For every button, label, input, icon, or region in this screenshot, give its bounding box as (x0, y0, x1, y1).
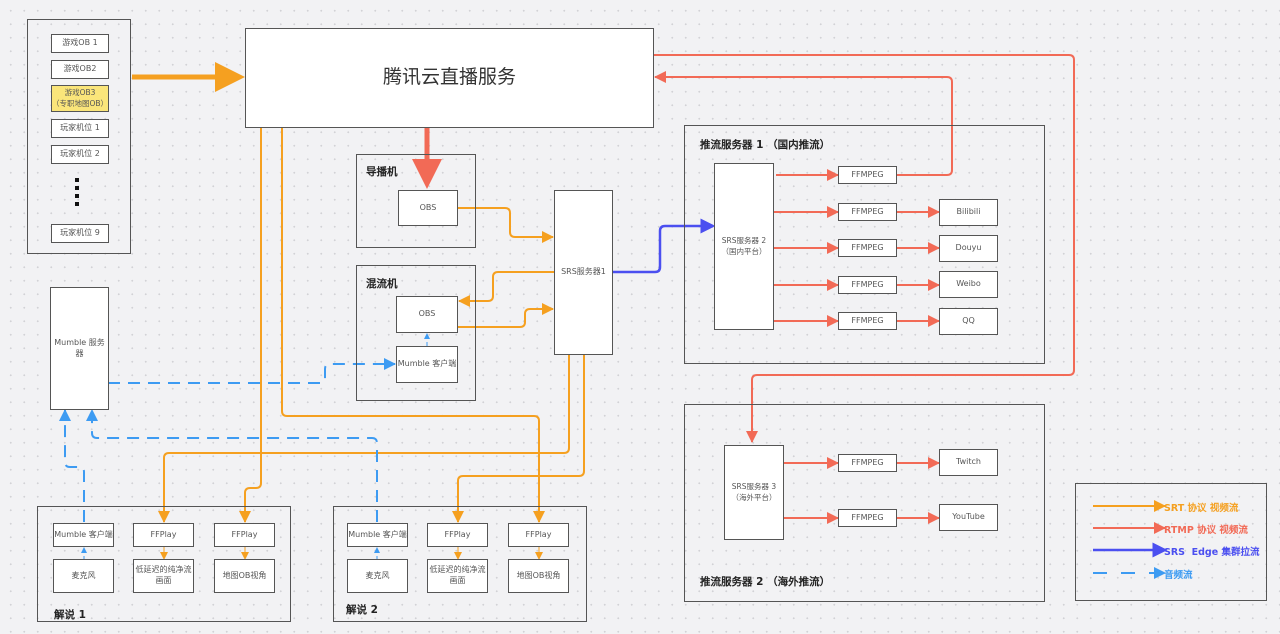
srs-server-3[interactable]: SRS服务器 3 （海外平台） (724, 445, 784, 540)
director-obs[interactable]: OBS (398, 190, 458, 226)
wire-srs1-to-srs2 (612, 218, 716, 274)
platform-youtube[interactable]: YouTube (939, 504, 998, 531)
platform-twitch[interactable]: Twitch (939, 449, 998, 476)
srs-server-2[interactable]: SRS服务器 2 （国内平台） (714, 163, 774, 330)
platform-bilibili[interactable]: Bilibili (939, 199, 998, 226)
c1-mumble-client[interactable]: Mumble 客户端 (53, 523, 114, 547)
ffmpeg-domestic-3[interactable]: FFMPEG (838, 239, 897, 257)
wire-srs1-to-c2-ffplay1 (452, 355, 585, 523)
legend-box (1075, 483, 1267, 601)
srs-server-1[interactable]: SRS服务器1 (554, 190, 613, 355)
source-player-cam-2[interactable]: 玩家机位 2 (51, 145, 109, 164)
mixer-mumble-client[interactable]: Mumble 客户端 (396, 346, 458, 383)
push-server-2-group (684, 404, 1045, 602)
c2-map-ob-view[interactable]: 地图OB视角 (508, 559, 569, 593)
wire-mixer-to-srs1 (458, 303, 554, 328)
legend-rtmp: RTMP 协议 视频流 (1164, 525, 1248, 536)
source-player-cam-9[interactable]: 玩家机位 9 (51, 224, 109, 243)
source-game-ob-2[interactable]: 游戏OB2 (51, 60, 109, 79)
legend-srs-edge: SRS Edge 集群拉流 (1164, 547, 1260, 558)
commentary-1-title: 解说 1 (54, 609, 86, 621)
commentary-2-group (333, 506, 587, 622)
commentary-1-group (37, 506, 291, 622)
wire-c1-client-to-server (59, 409, 85, 522)
push-server-1-title: 推流服务器 1 （国内推流） (700, 139, 831, 151)
wire-srs1-to-mixer (458, 271, 555, 307)
legend-srt: SRT 协议 视频流 (1164, 503, 1239, 514)
commentary-2-title: 解说 2 (346, 604, 378, 616)
source-game-ob-3-map[interactable]: 游戏OB3 （专职地图OB） (51, 85, 109, 112)
wire-srs1-to-c1-ffplay1 (158, 355, 570, 523)
mixer-group (356, 265, 476, 401)
mixer-title: 混流机 (366, 278, 398, 290)
push-server-1-group (684, 125, 1045, 364)
director-group (356, 154, 476, 248)
ffmpeg-overseas-1[interactable]: FFMPEG (838, 454, 897, 472)
push-server-2-title: 推流服务器 2 （海外推流） (700, 576, 831, 588)
ffmpeg-domestic-4[interactable]: FFMPEG (838, 276, 897, 294)
director-title: 导播机 (366, 166, 398, 178)
legend-audio: 音频流 (1164, 570, 1193, 581)
vertical-ellipsis-icon (75, 178, 81, 210)
c2-ffplay-1[interactable]: FFPlay (427, 523, 488, 547)
c2-ffplay-2[interactable]: FFPlay (508, 523, 569, 547)
c1-clean-feed-view[interactable]: 低延迟的纯净流 画面 (133, 559, 194, 593)
c2-microphone[interactable]: 麦克风 (347, 559, 408, 593)
tencent-cloud-live-service[interactable]: 腾讯云直播服务 (245, 28, 654, 128)
platform-douyu[interactable]: Douyu (939, 235, 998, 262)
wire-cloud-to-c2-ffplay2 (281, 127, 545, 523)
wire-cloud-to-c1-ffplay2 (239, 127, 262, 523)
c1-map-ob-view[interactable]: 地图OB视角 (214, 559, 275, 593)
c2-clean-feed-view[interactable]: 低延迟的纯净流 画面 (427, 559, 488, 593)
wire-mumble-server-to-mixer (108, 358, 396, 384)
ffmpeg-domestic-2[interactable]: FFMPEG (838, 203, 897, 221)
c2-mumble-client[interactable]: Mumble 客户端 (347, 523, 408, 547)
mumble-server[interactable]: Mumble 服务器 (50, 287, 109, 410)
ffmpeg-domestic-5[interactable]: FFMPEG (838, 312, 897, 330)
c1-microphone[interactable]: 麦克风 (53, 559, 114, 593)
ffmpeg-domestic-1[interactable]: FFMPEG (838, 166, 897, 184)
platform-weibo[interactable]: Weibo (939, 271, 998, 298)
c1-ffplay-2[interactable]: FFPlay (214, 523, 275, 547)
wire-c2-client-to-server (86, 409, 378, 522)
wire-cloud-to-srs3 (653, 54, 1075, 443)
source-game-ob-1[interactable]: 游戏OB 1 (51, 34, 109, 53)
mixer-obs[interactable]: OBS (396, 296, 458, 333)
ffmpeg-overseas-2[interactable]: FFMPEG (838, 509, 897, 527)
source-player-cam-1[interactable]: 玩家机位 1 (51, 119, 109, 138)
platform-qq[interactable]: QQ (939, 308, 998, 335)
wire-director-to-srs1 (458, 207, 554, 243)
c1-ffplay-1[interactable]: FFPlay (133, 523, 194, 547)
wire-ffmpeg-to-cloud (654, 71, 953, 176)
sources-group (27, 19, 131, 254)
